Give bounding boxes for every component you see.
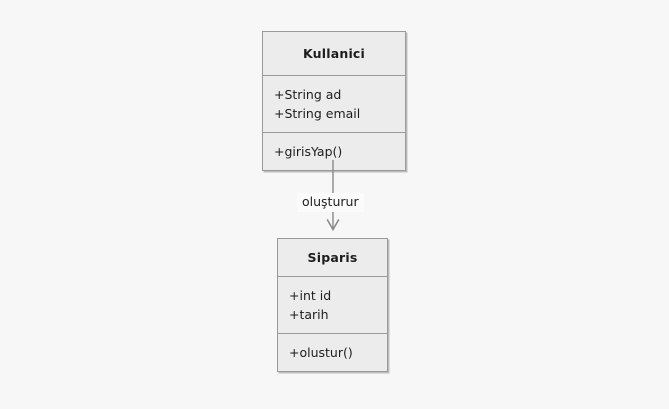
methods-compartment-kullanici: +girisYap() <box>263 132 405 170</box>
method-item: +olustur() <box>289 345 353 360</box>
class-box-kullanici[interactable]: Kullanici +String ad +String email +giri… <box>262 31 406 171</box>
attribute-item: +String ad <box>274 87 342 102</box>
attribute-item: +int id <box>289 288 332 303</box>
attributes-compartment-kullanici: +String ad +String email <box>263 75 405 132</box>
relationship-label: oluşturur <box>297 193 364 212</box>
attribute-item: +String email <box>274 106 361 121</box>
class-box-siparis[interactable]: Siparis +int id +tarih +olustur() <box>277 238 388 372</box>
arrowhead-icon <box>326 219 340 232</box>
class-name-siparis: Siparis <box>307 250 358 265</box>
methods-compartment-siparis: +olustur() <box>278 333 387 371</box>
attributes-compartment-siparis: +int id +tarih <box>278 276 387 333</box>
class-name-kullanici: Kullanici <box>302 46 366 61</box>
method-item: +girisYap() <box>274 144 343 159</box>
attribute-item: +tarih <box>289 307 329 322</box>
